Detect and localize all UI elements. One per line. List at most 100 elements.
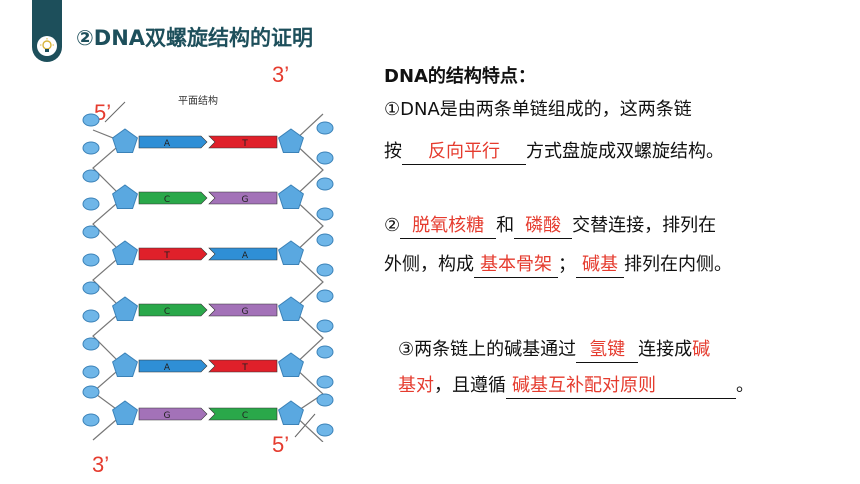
right-phosphate (316, 393, 334, 407)
left-sugar (112, 128, 138, 153)
left-phosphate (82, 169, 100, 183)
left-phosphate (82, 281, 100, 295)
base-right-T (208, 359, 278, 373)
answer-blank-6: 氢键 (576, 338, 639, 363)
left-phosphate (82, 141, 100, 155)
base-label: A (242, 251, 249, 261)
feature-2-text-1: 交替连接，排列在 (572, 215, 717, 236)
feature-2-sep: ； (558, 254, 576, 275)
base-label: C (242, 411, 248, 421)
left-sugar (112, 296, 138, 321)
right-sugar (278, 400, 304, 425)
left-sugar (112, 400, 138, 425)
feature-3-text-3: ，且遵循 (434, 375, 506, 396)
answer-blank-7: 碱基互补配对原则 (506, 374, 736, 399)
base-left-G (138, 407, 208, 421)
right-phosphate (316, 375, 334, 389)
answer-hydrogen-bond: 氢键 (589, 339, 626, 360)
left-sugar (112, 352, 138, 377)
feature-2-line-2: 外侧，构成基本骨架；碱基排列在内侧。 (384, 253, 732, 278)
answer-base-pairing-rule: 碱基互补配对原则 (512, 375, 656, 396)
right-sugar (278, 240, 304, 265)
feature-3-line-2: 基对，且遵循碱基互补配对原则 。 (398, 374, 754, 399)
feature-2-prefix: ② (384, 215, 401, 236)
answer-phosphate: 磷酸 (525, 215, 562, 236)
right-phosphate (316, 423, 334, 437)
diagram-plane-label: 平面结构 (178, 96, 218, 107)
right-phosphate (316, 177, 334, 191)
features-title: DNA的结构特点： (384, 66, 536, 87)
left-phosphate (82, 225, 100, 239)
answer-antiparallel: 反向平行 (428, 141, 500, 162)
end-label-bottom-right: 5’ (272, 432, 290, 457)
answer-deoxyribose: 脱氧核糖 (412, 215, 485, 236)
base-label: A (164, 139, 171, 149)
left-phosphate (82, 413, 100, 427)
left-phosphate (82, 337, 100, 351)
answer-base: 碱基 (582, 254, 618, 275)
feature-1-suffix: 方式盘旋成双螺旋结构。 (526, 141, 724, 162)
left-phosphate (82, 253, 100, 267)
right-sugar (278, 352, 304, 377)
answer-blank-2: 脱氧核糖 (400, 214, 497, 239)
answer-backbone: 基本骨架 (480, 254, 552, 275)
base-right-C (208, 407, 278, 421)
right-phosphate (316, 319, 334, 333)
base-label: T (163, 251, 170, 261)
base-left-C (138, 303, 208, 317)
right-phosphate (316, 289, 334, 303)
right-phosphate (316, 345, 334, 359)
left-phosphate (82, 385, 100, 399)
base-label: G (242, 195, 249, 205)
strand-end-line (104, 101, 126, 123)
answer-blank-1: 反向平行 (402, 140, 526, 165)
right-sugar (278, 296, 304, 321)
left-sugar (112, 184, 138, 209)
base-label: T (241, 139, 248, 149)
right-backbone (292, 113, 324, 442)
feature-1-line-2: 按 反向平行 方式盘旋成双螺旋结构。 (384, 140, 724, 165)
end-label-bottom-left: 3’ (92, 452, 110, 477)
base-right-G (208, 191, 278, 205)
base-label: T (241, 363, 248, 373)
section-badge (32, 0, 62, 62)
base-left-A (138, 359, 208, 373)
base-right-A (208, 247, 278, 261)
left-sugar (112, 240, 138, 265)
base-left-C (138, 191, 208, 205)
answer-blank-4: 基本骨架 (474, 253, 558, 278)
left-phosphate (82, 197, 100, 211)
left-phosphate (82, 113, 100, 127)
base-label: C (164, 195, 170, 205)
feature-3-red-1: 碱 (692, 339, 711, 360)
lightbulb-icon (37, 36, 57, 56)
base-label: G (242, 307, 249, 317)
page-title: ②DNA双螺旋结构的证明 (76, 26, 314, 50)
base-left-A (138, 135, 208, 149)
right-sugar (278, 128, 304, 153)
answer-blank-5: 碱基 (576, 253, 624, 278)
feature-3-end: 。 (736, 375, 754, 396)
right-phosphate (316, 233, 334, 247)
feature-3-red-2: 基对 (398, 375, 434, 396)
feature-3-text-1: ③两条链上的碱基通过 (398, 339, 577, 360)
feature-1-line-1: ①DNA是由两条单链组成的，这两条链 (384, 99, 692, 120)
right-sugar (278, 184, 304, 209)
base-right-G (208, 303, 278, 317)
answer-blank-3: 磷酸 (514, 214, 573, 239)
feature-2-and: 和 (496, 215, 515, 236)
right-phosphate (316, 151, 334, 165)
feature-2-line-1: ② 脱氧核糖和磷酸交替连接，排列在 (384, 214, 716, 239)
base-left-T (138, 247, 208, 261)
feature-1-prefix: 按 (384, 141, 402, 162)
right-phosphate (316, 207, 334, 221)
base-right-T (208, 135, 278, 149)
left-phosphate (82, 365, 100, 379)
right-phosphate (316, 121, 334, 135)
left-phosphate (82, 309, 100, 323)
base-label: G (164, 411, 171, 421)
feature-2-text-2: 外侧，构成 (384, 254, 474, 275)
feature-3-line-1: ③两条链上的碱基通过氢键连接成碱 (398, 338, 710, 363)
feature-3-text-2: 连接成 (638, 339, 693, 360)
